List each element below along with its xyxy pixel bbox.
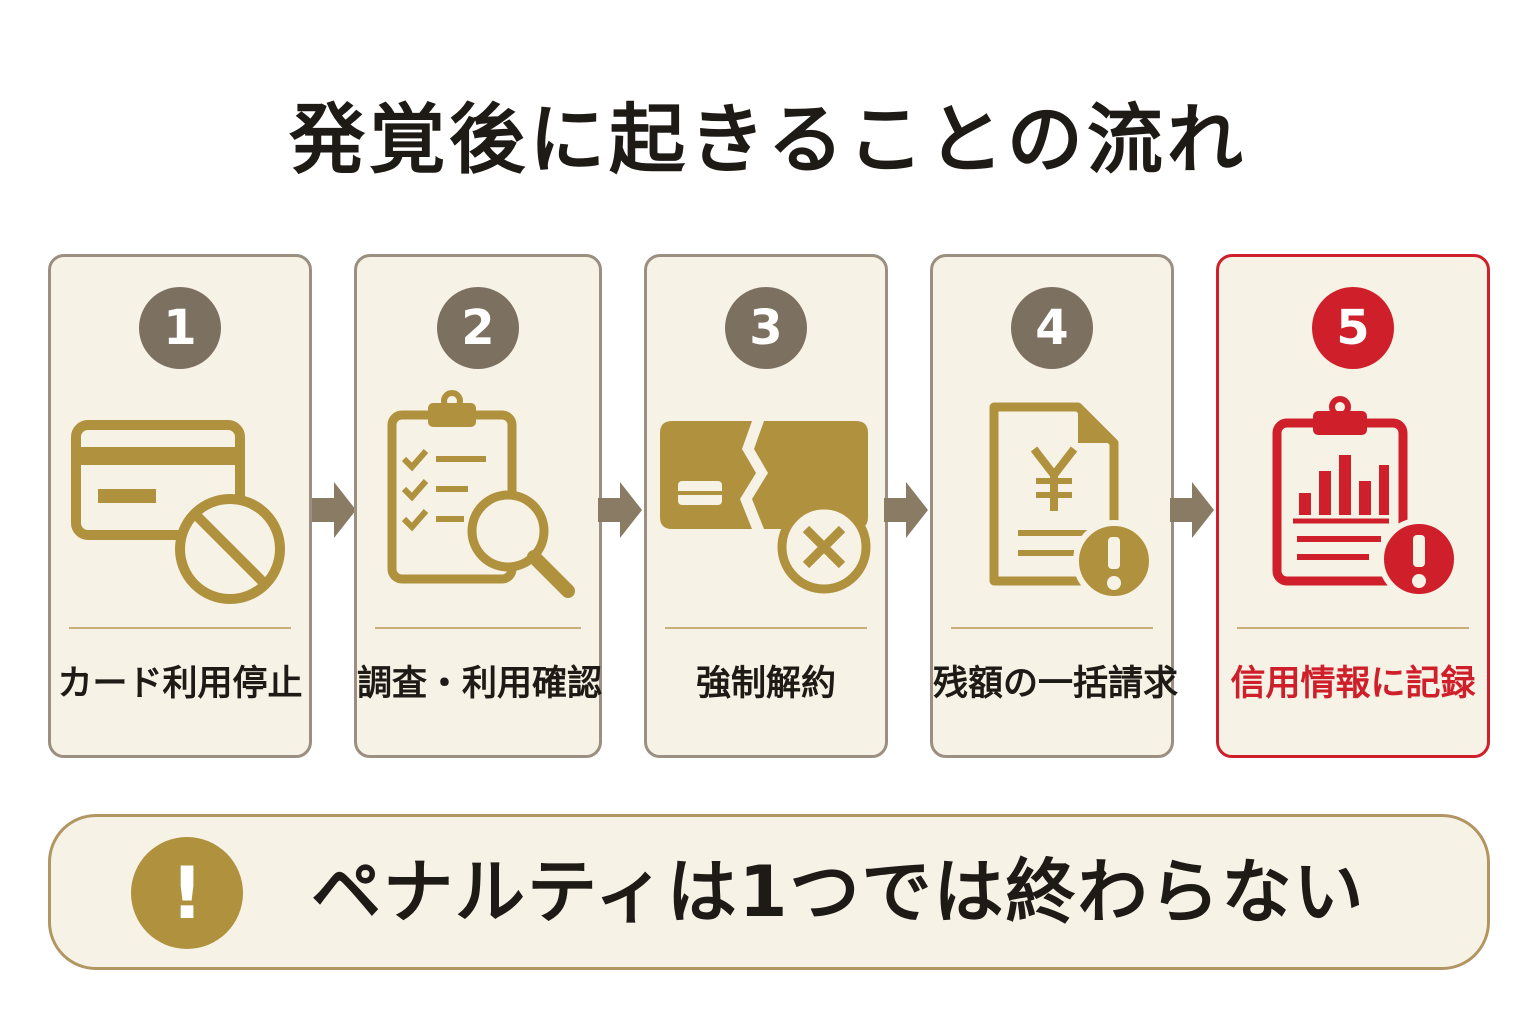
step-number-badge: 5 [1312,287,1394,369]
arrow-right-icon [884,482,928,538]
warning-banner: ! ペナルティは1つでは終わらない [48,814,1490,970]
warning-message: ペナルティは1つでは終わらない [311,851,1366,933]
broken-card-icon [660,421,871,594]
step-label: 強制解約 [695,664,836,704]
step-card-2: 2 調査・利用確認 [354,254,602,758]
step-label: カード利用停止 [57,664,303,704]
step-label: 信用情報に記録 [1230,664,1476,704]
credit-report-icon [1272,396,1460,600]
divider [1237,627,1469,629]
step-card-5: 5 信用情報に記録 [1216,254,1490,758]
card-blocked-icon [71,420,285,604]
arrow-right-icon [312,482,356,538]
divider [375,627,581,629]
step-number-badge: 1 [139,287,221,369]
divider [665,627,867,629]
step-card-1: 1 カード利用停止 [48,254,312,758]
step-card-3: 3 強制解約 [644,254,888,758]
step-label: 残額の一括請求 [933,664,1179,704]
arrow-right-icon [1170,482,1214,538]
divider [69,627,291,629]
divider [951,627,1153,629]
exclamation-icon: ! [131,837,243,949]
arrow-right-icon [598,482,642,538]
step-number-badge: 4 [1011,287,1093,369]
clipboard-search-icon [387,390,575,598]
step-number-badge: 3 [725,287,807,369]
step-card-4: 4 残額の一括請求 [930,254,1179,758]
step-number-badge: 2 [437,287,519,369]
yen-invoice-icon [989,402,1155,602]
step-label: 調査・利用確認 [357,664,603,704]
page-title: 発覚後に起きることの流れ [289,95,1247,184]
